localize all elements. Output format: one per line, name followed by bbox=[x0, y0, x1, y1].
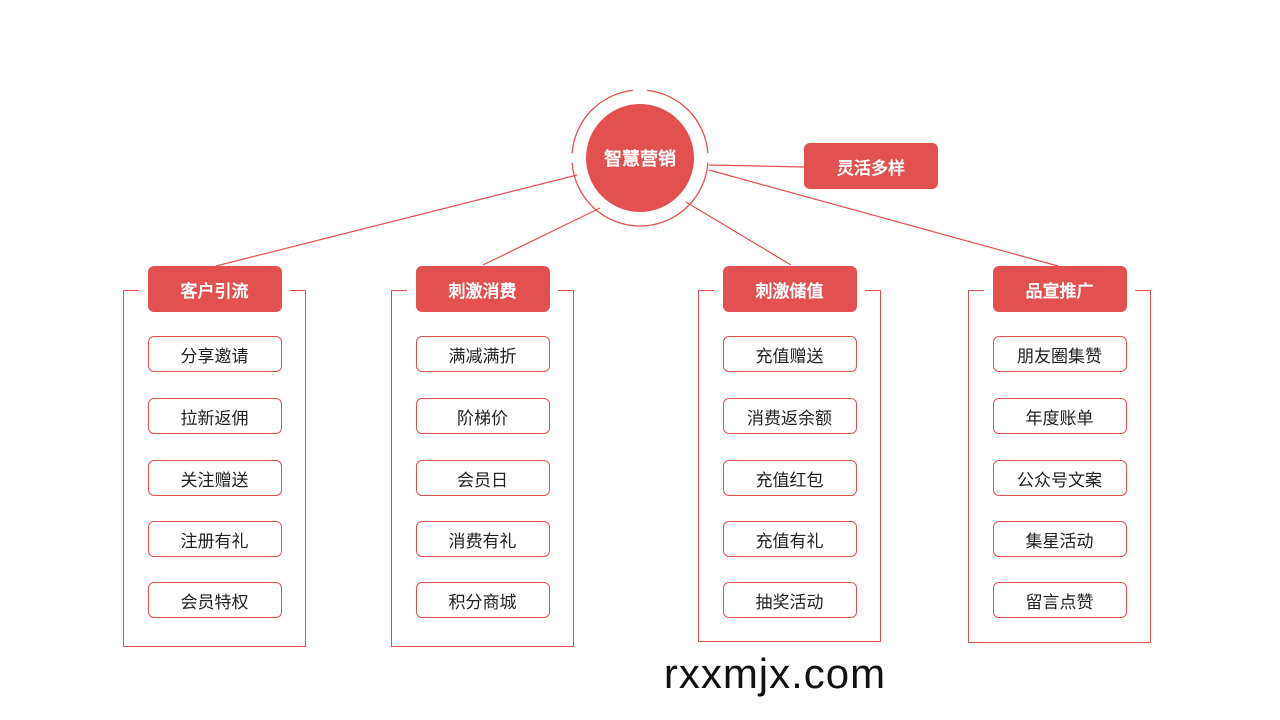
category-item: 关注赠送 bbox=[147, 460, 282, 496]
category-title: 品宣推广 bbox=[1025, 281, 1094, 302]
category-item: 分享邀请 bbox=[147, 336, 282, 372]
category-frame bbox=[968, 290, 1151, 643]
category-item: 消费有礼 bbox=[415, 521, 550, 557]
category-item-label: 充值红包 bbox=[755, 470, 824, 491]
category-item-label: 抽奖活动 bbox=[755, 592, 824, 613]
connector-line bbox=[708, 164, 805, 168]
category-item-label: 阶梯价 bbox=[457, 408, 508, 429]
category-item: 拉新返佣 bbox=[147, 398, 282, 434]
category-item-label: 满减满折 bbox=[448, 346, 517, 367]
footer-watermark: rxxmjx.com bbox=[663, 650, 887, 697]
ring-arc bbox=[647, 89, 709, 154]
category-item-label: 年度账单 bbox=[1025, 408, 1094, 429]
category-item: 消费返余额 bbox=[722, 398, 857, 434]
category-item: 朋友圈集赞 bbox=[992, 336, 1127, 372]
category-item-label: 消费返余额 bbox=[747, 408, 832, 429]
category-item-label: 会员特权 bbox=[180, 592, 249, 613]
connector-line bbox=[708, 169, 1059, 267]
side-tag-label: 灵活多样 bbox=[837, 158, 905, 179]
category-item: 年度账单 bbox=[992, 398, 1127, 434]
category-item: 积分商城 bbox=[415, 582, 550, 618]
category-item: 充值有礼 bbox=[722, 521, 857, 557]
frame-top-stub bbox=[968, 290, 984, 291]
category-item-label: 会员日 bbox=[457, 470, 508, 491]
center-ring bbox=[571, 89, 709, 227]
category-item-label: 集星活动 bbox=[1025, 531, 1094, 552]
frame-top-stub bbox=[1135, 290, 1151, 291]
category-title: 刺激消费 bbox=[448, 281, 517, 302]
category-item: 公众号文案 bbox=[992, 460, 1127, 496]
ring-arc bbox=[571, 162, 709, 227]
category-item-label: 积分商城 bbox=[448, 592, 517, 613]
side-tag: 灵活多样 bbox=[804, 143, 938, 189]
frame-top-stub bbox=[290, 290, 306, 291]
category-item: 充值赠送 bbox=[722, 336, 857, 372]
center-label: 智慧营销 bbox=[604, 149, 676, 170]
category-item: 充值红包 bbox=[722, 460, 857, 496]
category-tag: 刺激消费 bbox=[415, 266, 550, 312]
connectors bbox=[215, 164, 1059, 267]
category-item-label: 充值赠送 bbox=[755, 346, 824, 367]
category-item: 集星活动 bbox=[992, 521, 1127, 557]
center-node: 智慧营销 bbox=[586, 104, 694, 212]
category-item-label: 拉新返佣 bbox=[180, 408, 249, 429]
category-item-label: 注册有礼 bbox=[180, 531, 249, 552]
category-item: 会员特权 bbox=[147, 582, 282, 618]
category-item-label: 关注赠送 bbox=[180, 470, 249, 491]
category-title: 客户引流 bbox=[180, 281, 249, 302]
category-item-label: 充值有礼 bbox=[755, 531, 824, 552]
frame-top-stub bbox=[698, 290, 714, 291]
category-item-label: 留言点赞 bbox=[1025, 592, 1094, 613]
category-item: 满减满折 bbox=[415, 336, 550, 372]
category-item: 会员日 bbox=[415, 460, 550, 496]
category-tag: 客户引流 bbox=[147, 266, 282, 312]
category-item: 注册有礼 bbox=[147, 521, 282, 557]
connector-line bbox=[685, 201, 792, 266]
category-item-label: 分享邀请 bbox=[180, 346, 249, 367]
category-item-label: 朋友圈集赞 bbox=[1017, 346, 1102, 367]
category-frame bbox=[391, 290, 574, 647]
category-item: 留言点赞 bbox=[992, 582, 1127, 618]
frame-top-stub bbox=[558, 290, 574, 291]
frame-top-stub bbox=[865, 290, 881, 291]
category-tag: 品宣推广 bbox=[992, 266, 1127, 312]
category-title: 刺激储值 bbox=[755, 281, 824, 302]
frame-top-stub bbox=[123, 290, 139, 291]
frame-top-stub bbox=[391, 290, 407, 291]
category-tag: 刺激储值 bbox=[722, 266, 857, 312]
connector-line bbox=[482, 207, 601, 266]
category-frame bbox=[698, 290, 881, 642]
ring-arc bbox=[571, 89, 633, 154]
connector-line bbox=[215, 174, 578, 267]
category-item: 抽奖活动 bbox=[722, 582, 857, 618]
category-item-label: 消费有礼 bbox=[448, 531, 517, 552]
category-item-label: 公众号文案 bbox=[1017, 470, 1102, 491]
category-frame bbox=[123, 290, 306, 647]
category-item: 阶梯价 bbox=[415, 398, 550, 434]
